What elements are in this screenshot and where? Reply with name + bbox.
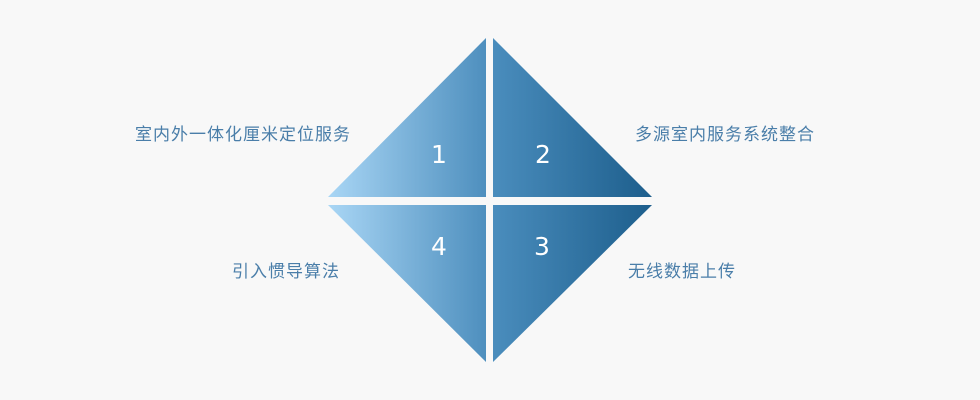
segment-number-4: 4 [431,232,447,261]
label-bottom-left: 引入惯导算法 [232,262,340,282]
label-bottom-right: 无线数据上传 [628,262,736,282]
triangle-segment-2 [493,38,652,197]
triangle-segment-4 [328,205,486,362]
label-top-left: 室内外一体化厘米定位服务 [135,125,351,145]
segment-number-3: 3 [534,232,550,261]
triangle-segment-1 [328,38,486,197]
label-top-right: 多源室内服务系统整合 [635,125,815,145]
segment-number-2: 2 [535,140,551,169]
segment-number-1: 1 [431,140,447,169]
triangle-segment-3 [493,205,652,362]
